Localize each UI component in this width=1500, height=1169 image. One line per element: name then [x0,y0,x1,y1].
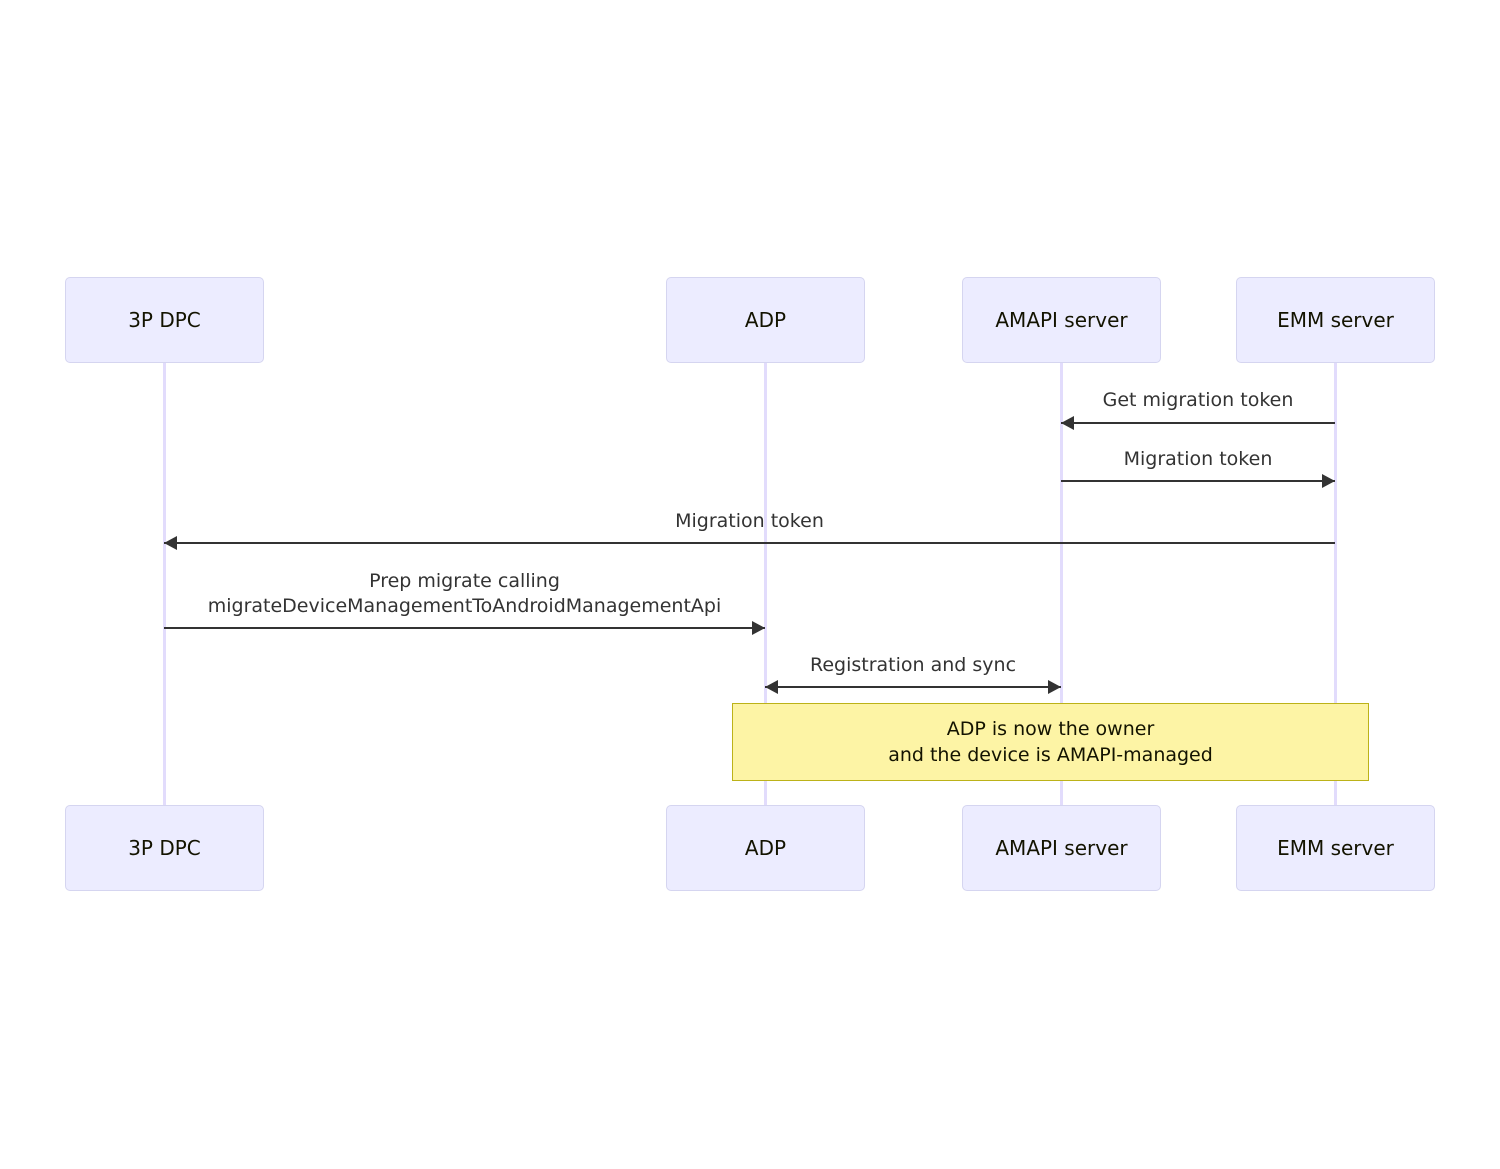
participant-label-emm-bottom: EMM server [1277,836,1394,860]
participant-label-amapi-bottom: AMAPI server [995,836,1128,860]
message-line-1: Get migration token [1102,389,1294,411]
note-text: ADP is now the owner and the device is A… [888,718,1213,766]
message-line-1: Registration and sync [809,654,1017,676]
message-label-get-migration-token: Get migration token [1061,388,1335,413]
lifeline-amapi [1060,363,1063,805]
message-line-prep-migrate [164,627,765,629]
arrowhead-right-migration-token-amapi-emm [1322,474,1335,488]
lifeline-adp [764,363,767,805]
lifeline-dpc [163,363,166,805]
participant-box-bottom-emm[interactable]: EMM server [1236,805,1435,891]
message-label-registration-and-sync: Registration and sync [765,653,1061,678]
arrowhead-right-registration-and-sync [1048,680,1061,694]
message-label-migration-token-emm-dpc: Migration token [164,509,1335,534]
arrowhead-right-prep-migrate [752,621,765,635]
participant-box-top-emm[interactable]: EMM server [1236,277,1435,363]
message-label-migration-token-amapi-emm: Migration token [1061,447,1335,472]
message-line-get-migration-token [1061,422,1335,424]
participant-box-bottom-adp[interactable]: ADP [666,805,865,891]
note-adp-owner: ADP is now the owner and the device is A… [732,703,1369,781]
participant-label-dpc-bottom: 3P DPC [128,836,201,860]
participant-label-dpc: 3P DPC [128,308,201,332]
lifeline-emm [1334,363,1337,805]
message-line-1: Migration token [1123,448,1273,470]
participant-box-top-adp[interactable]: ADP [666,277,865,363]
participant-box-top-amapi[interactable]: AMAPI server [962,277,1161,363]
participant-label-adp-bottom: ADP [744,836,787,860]
message-label-prep-migrate: Prep migrate calling migrateDeviceManage… [164,569,765,619]
participant-label-adp: ADP [744,308,787,332]
message-line-1: Prep migrate calling [369,570,560,592]
arrowhead-left-migration-token-emm-dpc [164,536,177,550]
message-line-migration-token-emm-dpc [164,542,1335,544]
message-line-registration-and-sync [765,686,1061,688]
message-line-1: Migration token [675,510,824,532]
arrowhead-left-registration-and-sync [765,680,778,694]
participant-box-bottom-amapi[interactable]: AMAPI server [962,805,1161,891]
message-line-2: migrateDeviceManagementToAndroidManageme… [207,595,722,617]
participant-label-amapi: AMAPI server [995,308,1128,332]
participant-box-top-dpc[interactable]: 3P DPC [65,277,264,363]
arrowhead-left-get-migration-token [1061,416,1074,430]
message-line-migration-token-amapi-emm [1061,480,1335,482]
participant-label-emm: EMM server [1277,308,1394,332]
participant-box-bottom-dpc[interactable]: 3P DPC [65,805,264,891]
